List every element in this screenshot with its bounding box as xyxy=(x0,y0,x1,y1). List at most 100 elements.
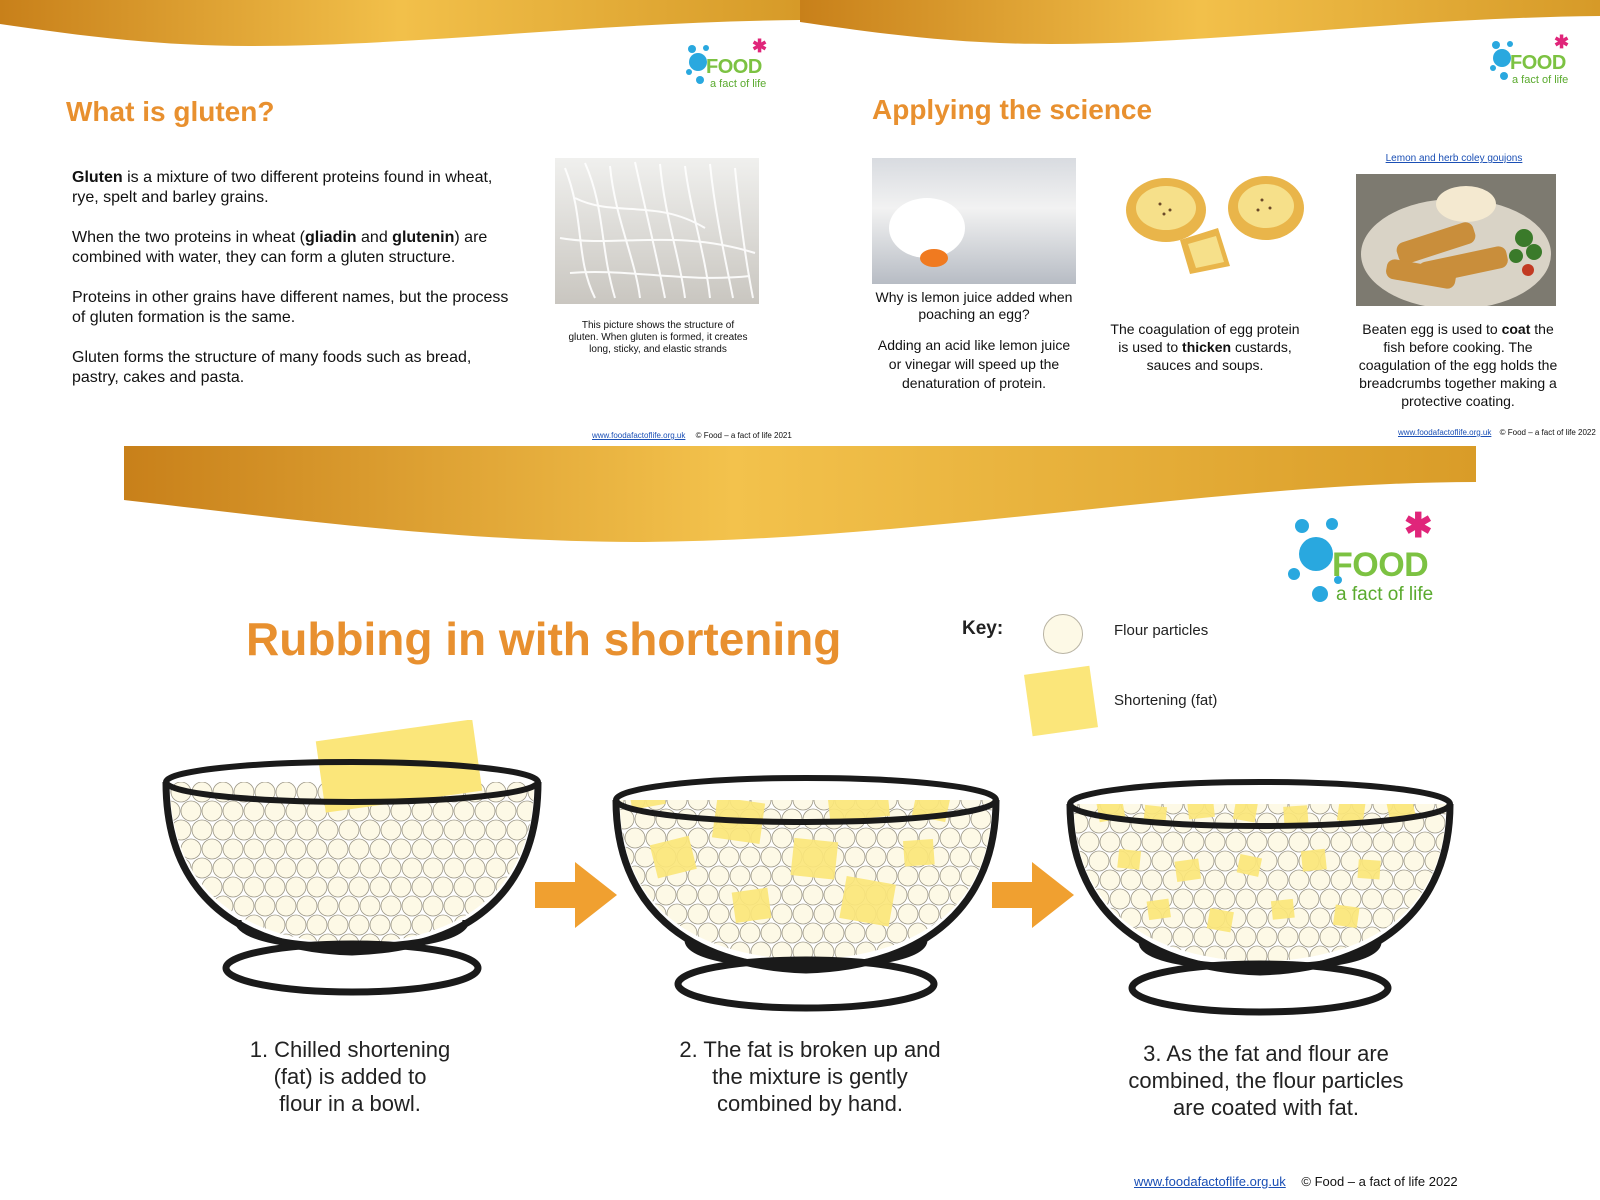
flour-particle xyxy=(960,827,982,849)
flour-particle xyxy=(411,838,433,860)
flour-particle xyxy=(453,876,475,898)
food-logo: ✱ FOOD a fact of life xyxy=(1286,506,1446,618)
flour-particle xyxy=(1193,926,1215,948)
shortening-piece xyxy=(731,887,772,923)
footer: www.foodafactoflife.org.uk © Food – a fa… xyxy=(1134,1174,1458,1189)
flour-particle xyxy=(1078,945,1100,962)
flour-particle xyxy=(634,922,656,944)
footer-link[interactable]: www.foodafactoflife.org.uk xyxy=(1134,1174,1286,1189)
answer-text: Adding an acid like lemon juice or vineg… xyxy=(877,337,1071,391)
flour-particle xyxy=(771,827,793,849)
flour-particle xyxy=(1226,984,1246,1004)
flour-particle xyxy=(390,876,412,898)
asterisk-icon: ✱ xyxy=(1404,507,1433,545)
flour-particle xyxy=(411,800,433,822)
flour-particle xyxy=(201,800,223,822)
flour-particle xyxy=(464,819,486,841)
shortening-piece xyxy=(1385,804,1416,821)
asterisk-icon: ✱ xyxy=(1554,32,1570,52)
arrow-right-icon xyxy=(992,862,1074,928)
flour-particle xyxy=(970,922,992,944)
footer-link[interactable]: www.foodafactoflife.org.uk xyxy=(1398,428,1492,437)
flour-particle xyxy=(624,903,646,925)
flour-particle xyxy=(432,876,454,898)
flour-particle xyxy=(443,895,465,917)
flour-particle xyxy=(729,865,751,887)
flour-particle xyxy=(170,800,181,822)
arrow-right-icon xyxy=(535,862,617,928)
flour-particle xyxy=(338,857,360,879)
flour-particle xyxy=(949,846,971,868)
flour-particle xyxy=(739,922,761,944)
flour-particle xyxy=(1058,984,1078,1004)
flour-particle xyxy=(802,884,824,906)
flour-particle xyxy=(432,800,454,822)
flour-particle xyxy=(907,884,929,906)
flour-particle xyxy=(697,846,719,868)
shortening-piece xyxy=(1236,853,1263,877)
flour-particle xyxy=(620,922,635,944)
flour-particle xyxy=(844,922,866,944)
image-caption: This picture shows the structure of glut… xyxy=(568,320,748,355)
shortening-piece xyxy=(1232,804,1258,823)
flour-particle xyxy=(432,838,454,860)
flour-particle xyxy=(538,801,558,821)
flour-particle xyxy=(422,819,444,841)
flour-particle xyxy=(1288,869,1310,891)
flour-particle xyxy=(170,933,171,944)
flour-particle xyxy=(401,895,423,917)
flour-particle xyxy=(180,914,202,936)
flour-particle xyxy=(495,838,517,860)
flour-particle xyxy=(1088,850,1110,872)
flour-particle xyxy=(823,884,845,906)
flour-particle xyxy=(981,827,992,849)
question-text: Why is lemon juice added when poaching a… xyxy=(875,289,1073,322)
shortening-piece xyxy=(902,838,935,867)
flour-particle xyxy=(317,933,339,944)
shortening-piece xyxy=(1174,858,1202,882)
flour-particle xyxy=(170,914,181,936)
flour-particle xyxy=(317,819,339,841)
poached-egg-image xyxy=(889,198,965,267)
flour-particle xyxy=(1256,926,1278,948)
key-label: Key: xyxy=(962,618,1004,639)
flour-particle xyxy=(1089,965,1109,985)
flour-particle xyxy=(369,914,391,936)
flour-particle xyxy=(201,838,223,860)
flour-particle xyxy=(1372,831,1394,853)
flour-particle xyxy=(897,903,919,925)
flour-particle xyxy=(940,980,960,1000)
flour-particle xyxy=(453,838,475,860)
recipe-link[interactable]: Lemon and herb coley goujons xyxy=(1385,153,1523,164)
flour-particle xyxy=(191,819,213,841)
flour-particle xyxy=(771,903,793,925)
flour-particle xyxy=(380,895,402,917)
flour-particle xyxy=(464,857,486,879)
flour-particle xyxy=(369,838,391,860)
flour-particle xyxy=(760,922,782,944)
flour-particle xyxy=(453,800,475,822)
flour-particle xyxy=(401,857,423,879)
flour-particle xyxy=(918,903,940,925)
flour-particle xyxy=(348,876,370,898)
flour-particle xyxy=(359,933,381,944)
flour-particle xyxy=(338,819,360,841)
answer-text: The coagulation of egg protein is used t… xyxy=(1110,321,1300,373)
flour-particle xyxy=(949,922,971,944)
flour-particle xyxy=(1330,831,1352,853)
slide-title: What is gluten? xyxy=(66,96,275,127)
flour-particle xyxy=(327,914,349,936)
flour-particle xyxy=(443,857,465,879)
flour-particle xyxy=(306,914,328,936)
flour-particle xyxy=(1214,850,1236,872)
flour-particle xyxy=(1268,984,1288,1004)
flour-particle xyxy=(212,933,234,944)
flour-particle xyxy=(285,876,307,898)
flour-particle xyxy=(296,819,318,841)
splash-icon xyxy=(1288,518,1342,602)
flour-particle xyxy=(971,961,991,981)
flour-particle xyxy=(624,941,646,960)
footer-link[interactable]: www.foodafactoflife.org.uk xyxy=(592,431,686,440)
logo-word: FOOD xyxy=(706,56,762,78)
